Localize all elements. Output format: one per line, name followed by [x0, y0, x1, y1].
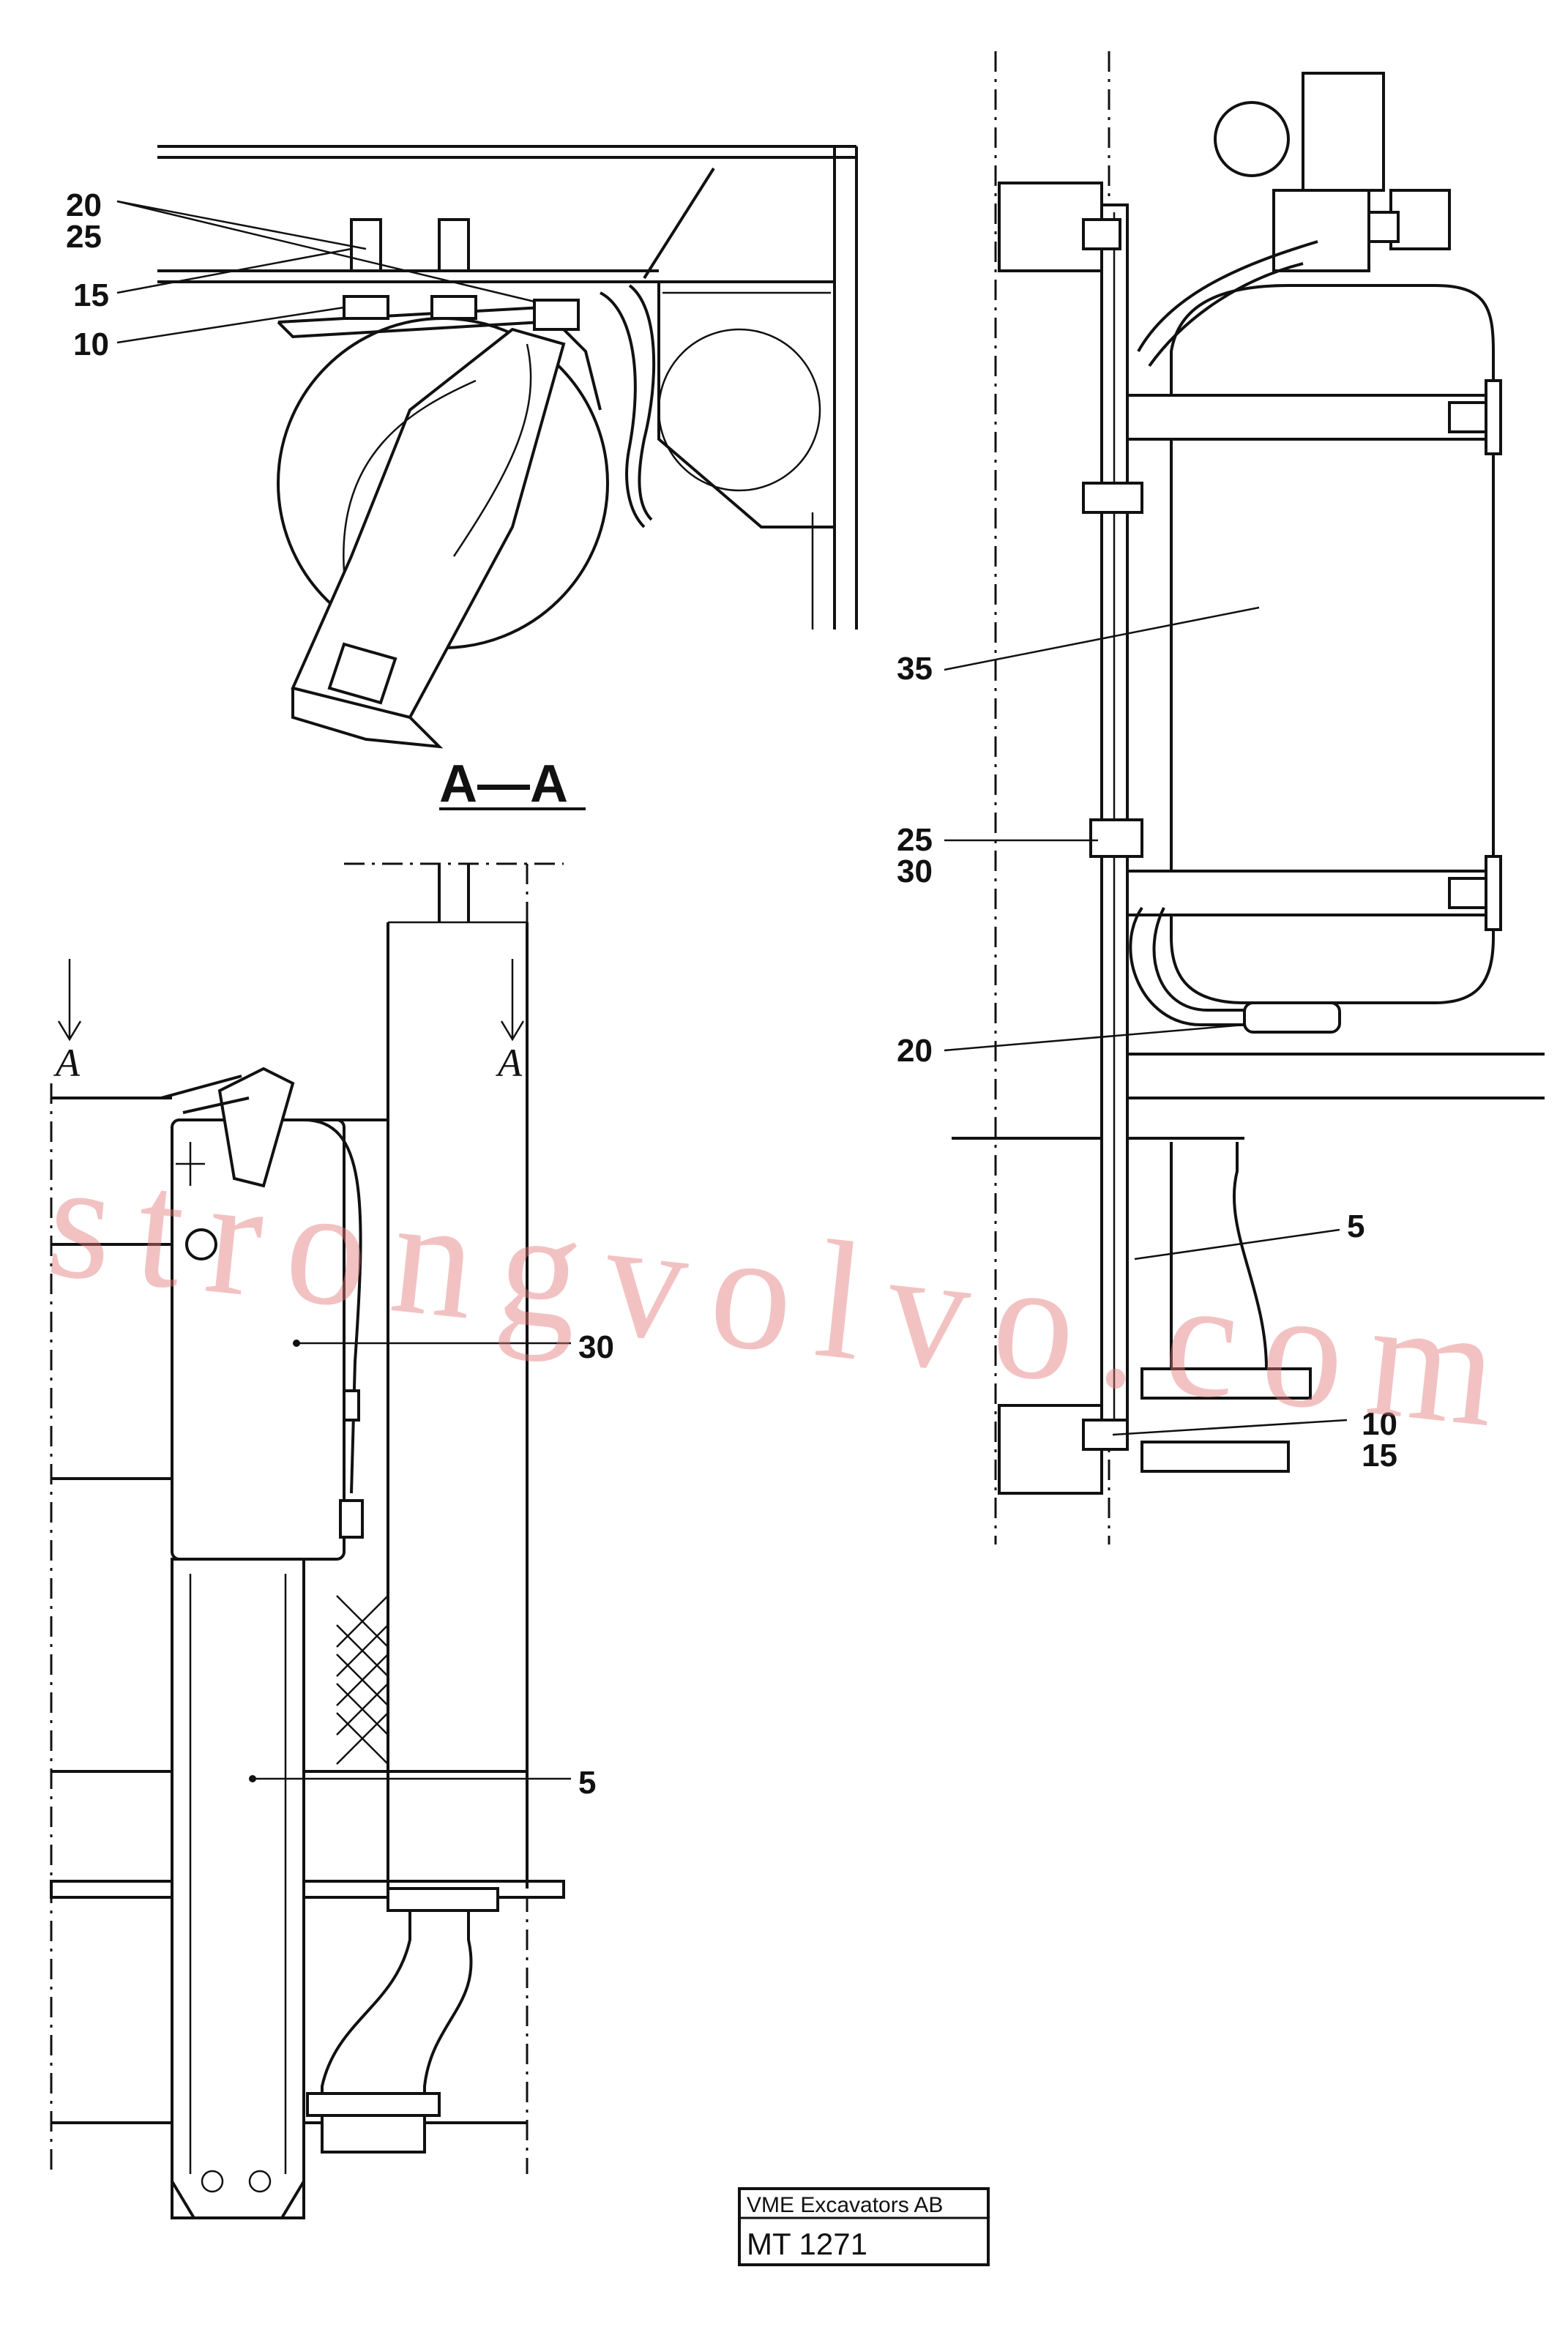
callout-25-section: 25: [66, 219, 102, 255]
callout-20-side: 20: [897, 1033, 933, 1069]
front-view: A A: [50, 862, 614, 2219]
callout-25-side: 25: [897, 822, 933, 858]
side-view: 35 25 30 20 5 10 15: [897, 51, 1545, 1545]
section-title: A—A: [439, 755, 568, 813]
callout-15-section: 15: [73, 277, 109, 313]
title-block-company: VME Excavators AB: [747, 2193, 943, 2217]
callout-35-side: 35: [897, 651, 933, 687]
callout-10-section: 10: [73, 326, 109, 362]
section-aa-view: 20 25 15 10 A—A: [66, 145, 858, 813]
title-block-drawing-number: MT 1271: [747, 2227, 867, 2261]
callout-15-side: 15: [1362, 1438, 1397, 1473]
callout-5-side: 5: [1347, 1209, 1364, 1244]
callout-30-front: 30: [578, 1329, 614, 1365]
title-block: VME Excavators AB MT 1271: [738, 2187, 990, 2266]
callout-30-side: 30: [897, 854, 933, 889]
callout-10-side: 10: [1362, 1406, 1397, 1442]
hatched-area: [336, 1595, 389, 1765]
callout-5-front: 5: [578, 1765, 596, 1801]
section-arrow-right-label: A: [496, 1041, 523, 1085]
callout-20-section: 20: [66, 187, 102, 223]
section-arrow-left-label: A: [53, 1041, 81, 1085]
